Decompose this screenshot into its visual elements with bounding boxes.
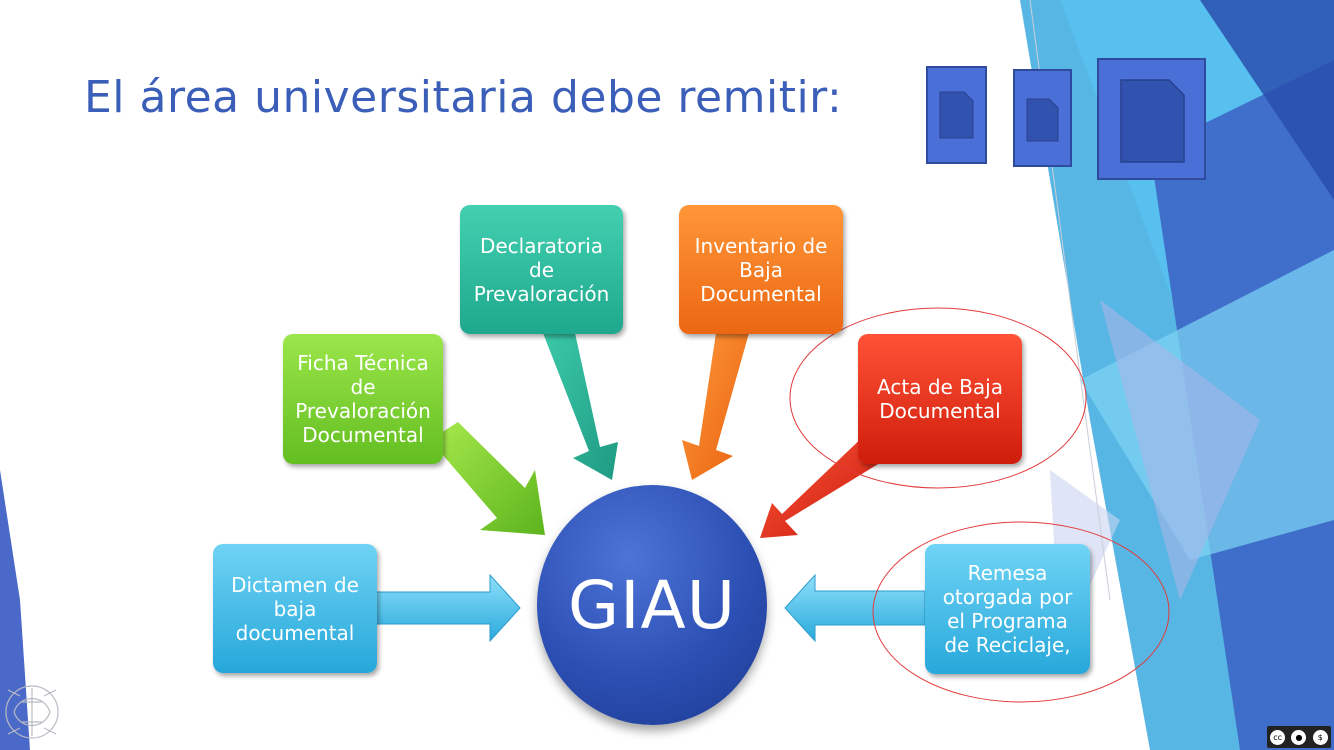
box-ficha-tecnica-label: Ficha Técnica de Prevaloración Documenta… bbox=[295, 351, 431, 447]
box-acta-label: Acta de Baja Documental bbox=[877, 375, 1003, 423]
document-icon bbox=[926, 66, 987, 164]
arrow-remesa bbox=[784, 573, 926, 643]
box-dictamen: Dictamen de baja documental bbox=[213, 544, 377, 673]
arrow-inventario bbox=[682, 333, 749, 480]
cc-icon: cc bbox=[1270, 729, 1286, 745]
slide-title: El área universitaria debe remitir: bbox=[84, 72, 843, 123]
arrow-ficha bbox=[430, 422, 545, 535]
box-dictamen-label: Dictamen de baja documental bbox=[231, 572, 359, 645]
document-icon bbox=[1097, 58, 1206, 180]
arrow-acta bbox=[760, 432, 888, 538]
creative-commons-badge: cc ● $ bbox=[1267, 726, 1331, 748]
box-ficha-tecnica: Ficha Técnica de Prevaloración Documenta… bbox=[283, 334, 443, 464]
arrow-declaratoria bbox=[543, 333, 618, 480]
box-declaratoria: Declaratoria de Prevaloración bbox=[460, 205, 623, 334]
box-acta: Acta de Baja Documental bbox=[858, 334, 1022, 464]
highlight-remesa bbox=[872, 521, 1170, 703]
arrow-dictamen bbox=[375, 573, 521, 643]
box-declaratoria-label: Declaratoria de Prevaloración bbox=[473, 233, 610, 306]
center-label: GIAU bbox=[567, 566, 737, 644]
document-icon bbox=[1013, 69, 1072, 167]
box-remesa: Remesa otorgada por el Programa de Recic… bbox=[925, 544, 1090, 674]
highlight-acta bbox=[789, 307, 1087, 489]
box-remesa-label: Remesa otorgada por el Programa de Recic… bbox=[942, 561, 1073, 657]
center-node: GIAU bbox=[537, 485, 767, 725]
box-inventario-label: Inventario de Baja Documental bbox=[694, 233, 828, 306]
by-icon: ● bbox=[1291, 729, 1307, 745]
nc-icon: $ bbox=[1312, 729, 1328, 745]
box-inventario: Inventario de Baja Documental bbox=[679, 205, 843, 334]
university-seal-icon bbox=[5, 685, 59, 739]
